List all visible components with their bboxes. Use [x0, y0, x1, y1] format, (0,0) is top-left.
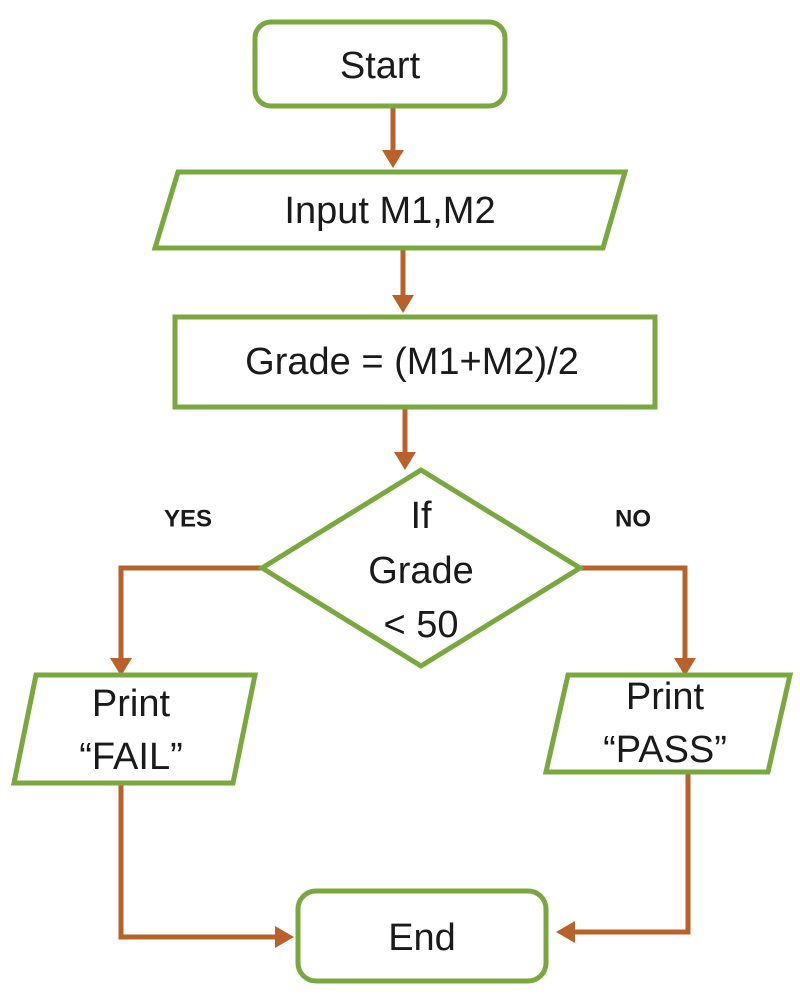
yes-label: YES	[164, 506, 212, 533]
start-node: Start	[252, 19, 508, 109]
edge-fail-to-end	[118, 783, 275, 940]
arrowhead-decision-no	[674, 658, 696, 676]
end-shape	[295, 888, 549, 984]
pass-line-2: “PASS”	[603, 729, 727, 771]
pass-node: Print “PASS”	[542, 672, 794, 775]
decision-line-2: Grade	[368, 550, 474, 592]
end-node: End	[295, 888, 549, 984]
start-shape	[252, 19, 508, 109]
decision-line-1: If	[410, 495, 432, 537]
fail-line-2: “FAIL”	[79, 736, 182, 778]
process-node: Grade = (M1+M2)/2	[172, 314, 658, 410]
arrowhead-pass-to-end	[556, 921, 575, 943]
process-label: Grade = (M1+M2)/2	[245, 341, 579, 383]
no-label: NO	[615, 506, 651, 533]
input-label: Input M1,M2	[284, 190, 495, 232]
arrowhead-fail-to-end	[275, 926, 294, 948]
input-shape	[151, 169, 629, 251]
pass-shape	[542, 672, 794, 775]
arrowhead-process-to-decision	[394, 452, 416, 470]
decision-shape	[257, 467, 585, 669]
start-label: Start	[340, 45, 421, 87]
fail-node: Print “FAIL”	[10, 672, 259, 786]
pass-line-1: Print	[626, 676, 705, 718]
decision-line-3: < 50	[383, 604, 458, 646]
input-node: Input M1,M2	[151, 169, 629, 251]
process-shape	[172, 314, 658, 410]
arrowhead-decision-yes	[110, 658, 132, 676]
arrowhead-input-to-process	[392, 295, 414, 313]
arrowhead-start-to-input	[382, 150, 404, 168]
edge-pass-to-end	[575, 772, 691, 935]
decision-node: If Grade < 50	[257, 467, 585, 669]
fail-line-1: Print	[92, 683, 171, 725]
edge-decision-yes	[118, 565, 262, 658]
edges	[110, 106, 696, 948]
fail-shape	[10, 672, 259, 786]
end-label: End	[388, 917, 456, 959]
edge-decision-no	[580, 565, 688, 658]
